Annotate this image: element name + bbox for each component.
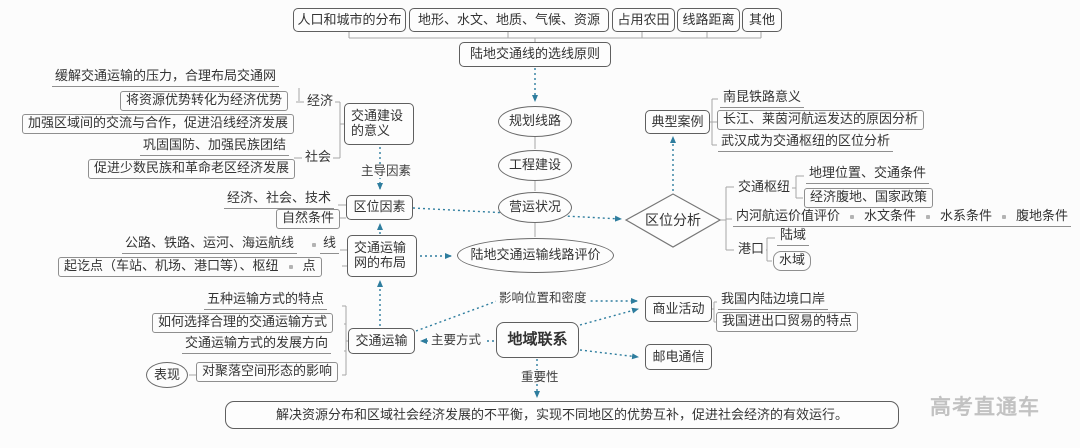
node-bottom-summary: 解决资源分布和区域社会经济发展的不平衡，实现不同地区的优势互补，促进社会经济的有…	[225, 401, 899, 429]
leaf-settlement-form-influence: 对聚落空间形态的影响	[196, 362, 339, 382]
node-population-city-distribution: 人口和城市的分布	[293, 8, 406, 32]
leaf-national-defense: 巩固国防、加强民族团结	[140, 137, 290, 156]
leaf-import-export-features: 我国进出口贸易的特点	[716, 312, 859, 332]
node-location-analysis: 区位分析	[645, 211, 701, 228]
node-operation-status: 营运状况	[498, 192, 572, 223]
leaf-hinterland-conditions: 腹地条件	[1016, 208, 1069, 223]
label-importance: 重要性	[518, 370, 562, 385]
leaf-land-area: 陆域	[777, 227, 810, 246]
node-terrain-hydrology: 地形、水文、地质、气候、资源	[409, 8, 609, 32]
node-land-transport-line-evaluation: 陆地交通运输线路评价	[457, 238, 614, 273]
leaf-five-transport-modes: 五种运输方式的特点	[204, 291, 328, 310]
leaf-terminals-hubs-text: 起讫点（车站、机场、港口等）、枢纽	[64, 258, 279, 273]
leaf-water-system-conditions: 水系条件	[940, 208, 993, 223]
leaf-river-eval-text: 内河航运价值评价	[736, 208, 841, 223]
leaf-economy-society-tech: 经济、社会、技术	[224, 190, 335, 209]
label-port: 港口	[736, 241, 767, 257]
node-postal-communication: 邮电通信	[645, 344, 712, 370]
node-transport-construction-meaning: 交通建设的意义	[344, 103, 414, 145]
leaf-roads-railways-canals: 公路、铁路、运河、海运航线	[122, 235, 298, 254]
leaf-hinterland-policy: 经济腹地、国家政策	[804, 188, 934, 208]
leaf-transport-dev-direction: 交通运输方式的发展方向	[182, 335, 332, 354]
leaf-choose-transport-mode: 如何选择合理的交通运输方式	[152, 313, 334, 333]
leaf-minority-regions: 促进少数民族和革命老区经济发展	[88, 159, 296, 179]
connector-dot	[850, 214, 855, 219]
connector-dot	[1002, 214, 1007, 219]
leaf-yangtze-rhine-shipping: 长江、莱茵河航运发达的原因分析	[717, 110, 925, 130]
label-line: 线	[320, 235, 340, 254]
node-route-distance: 线路距离	[677, 8, 740, 32]
leaf-river-shipping-evaluation: 内河航运价值评价 水文条件 水系条件 腹地条件	[733, 208, 1072, 227]
leaf-water-area: 水域	[773, 251, 812, 271]
label-main-mode: 主要方式	[428, 333, 485, 348]
leaf-regional-exchange: 加强区域间的交流与合作，促进沿线经济发展	[22, 114, 295, 134]
leaf-wuhan-hub-analysis: 武汉成为交通枢纽的区位分析	[718, 133, 894, 152]
node-other: 其他	[742, 8, 782, 32]
node-typical-cases: 典型案例	[645, 110, 710, 134]
label-dominant-factor: 主导因素	[358, 164, 415, 179]
node-transportation: 交通运输	[348, 328, 415, 354]
node-plan-route: 规划线路	[498, 106, 572, 137]
label-point: 点	[302, 258, 316, 273]
label-affect-position-density: 影响位置和密度	[496, 291, 590, 306]
leaf-hydro-conditions: 水文条件	[864, 208, 917, 223]
connector-dot	[288, 264, 293, 269]
node-location-factor: 区位因素	[346, 195, 413, 220]
node-farmland-occupation: 占用农田	[612, 8, 675, 32]
leaf-nankun-railway: 南昆铁路意义	[720, 89, 805, 108]
node-regional-links: 地域联系	[496, 322, 579, 358]
node-manifestation: 表现	[146, 362, 188, 388]
leaf-resource-to-economy: 将资源优势转化为经济优势	[120, 91, 289, 111]
node-transport-network-layout: 交通运输网的布局	[347, 235, 417, 277]
watermark-gaokao-express: 高考直通车	[930, 396, 1040, 419]
leaf-natural-conditions: 自然条件	[276, 209, 341, 229]
node-route-selection-principle: 陆地交通线的选线原则	[459, 42, 611, 67]
leaf-geo-position-traffic: 地理位置、交通条件	[806, 165, 930, 184]
leaf-relieve-pressure: 缓解交通运输的压力，合理布局交通网	[52, 68, 280, 87]
label-society: 社会	[303, 149, 334, 165]
connector-dot	[926, 214, 931, 219]
node-commercial-activity: 商业活动	[645, 296, 712, 322]
leaf-inland-border-ports: 我国内陆边境口岸	[718, 291, 829, 310]
leaf-terminals-hubs: 起讫点（车站、机场、港口等）、枢纽 点	[58, 257, 322, 277]
node-engineering-construction: 工程建设	[498, 150, 572, 181]
connector-dot	[312, 243, 316, 247]
label-transport-hub: 交通枢纽	[736, 179, 793, 195]
label-economy: 经济	[305, 93, 336, 109]
